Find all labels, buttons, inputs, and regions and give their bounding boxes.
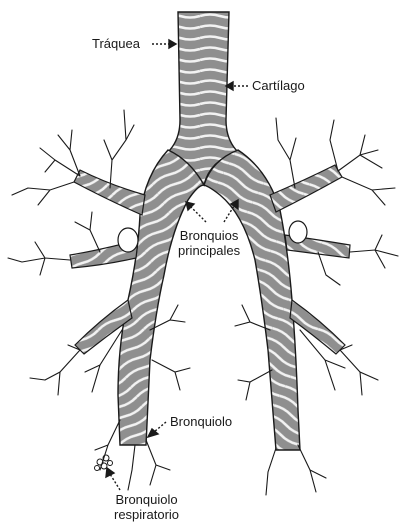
label-respiratory-bronchiole-line1: Bronquiolo — [114, 492, 179, 507]
label-main-bronchi-line1: Bronquios — [178, 228, 240, 243]
right-upper-lobar-bronchus — [270, 165, 342, 212]
respiratory-bronchiole-alveoli — [95, 455, 113, 471]
label-respiratory-bronchiole-line2: respiratorio — [114, 507, 179, 522]
right-lower-lobar-bronchus — [290, 300, 345, 354]
label-respiratory-bronchiole: Bronquiolo respiratorio — [114, 492, 179, 522]
label-cartilage: Cartílago — [252, 78, 305, 93]
label-main-bronchi-line2: principales — [178, 243, 240, 258]
label-main-bronchi: Bronquios principales — [178, 228, 240, 258]
label-bronchiole: Bronquiolo — [170, 414, 232, 429]
left-upper-lobar-bronchus — [74, 170, 145, 215]
right-bronchus-opening — [289, 221, 307, 243]
label-trachea: Tráquea — [92, 36, 140, 51]
left-bronchus-opening — [118, 228, 138, 252]
